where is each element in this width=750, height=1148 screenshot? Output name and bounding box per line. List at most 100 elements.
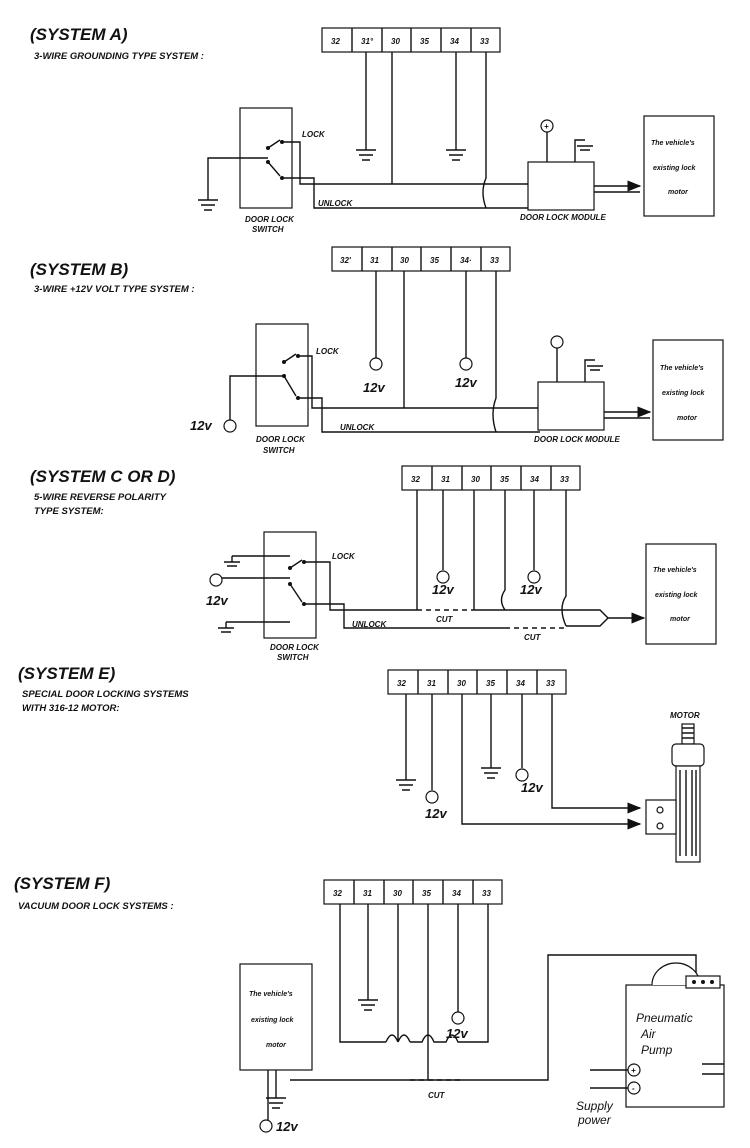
positive-terminal-icon [209,573,223,587]
svg-text:LOCK: LOCK [316,347,340,356]
positive-terminal-icon [459,357,473,371]
door-lock-switch-label: DOOR LOCK [245,215,295,224]
system-a-subtitle: 3-WIRE GROUNDING TYPE SYSTEM : [34,51,204,62]
svg-text:12v: 12v [363,380,385,395]
svg-text:30: 30 [393,889,402,898]
svg-text:32: 32 [411,475,420,484]
system-a-connector: 32 31° 30 35 34 33 [321,27,501,53]
svg-text:32': 32' [340,256,352,265]
svg-text:12v: 12v [432,582,454,597]
pin-33: 33 [480,37,489,46]
ground-icon [577,145,593,151]
system-b-title: (SYSTEM B) [30,260,129,279]
svg-text:motor: motor [670,616,691,623]
svg-text:12v: 12v [455,375,477,390]
svg-text:DOOR LOCK: DOOR LOCK [270,643,320,652]
positive-terminal-icon [259,1119,273,1133]
positive-terminal-icon [369,357,383,371]
svg-text:Pump: Pump [641,1043,673,1057]
svg-text:12v: 12v [190,418,212,433]
pin-34: 34 [450,37,459,46]
supply-power-label-2: power [577,1113,612,1127]
ground-icon [218,622,234,633]
svg-text:motor: motor [677,415,698,422]
ground-icon [266,1097,286,1109]
svg-text:34: 34 [452,889,461,898]
svg-text:35: 35 [486,679,495,688]
pin-32: 32 [331,37,340,46]
svg-text:existing lock: existing lock [662,390,706,397]
ground-icon [224,556,240,567]
ground-icon [587,365,603,371]
svg-text:32: 32 [333,889,342,898]
system-e-subtitle-2: WITH 316-12 MOTOR: [22,703,119,714]
unlock-label: UNLOCK [318,199,353,208]
system-e-title: (SYSTEM E) [18,664,116,683]
svg-text:UNLOCK: UNLOCK [352,620,387,629]
door-lock-module [527,161,595,211]
svg-text:30: 30 [457,679,466,688]
svg-text:The vehicle's: The vehicle's [249,991,293,998]
svg-text:12v: 12v [206,593,228,608]
pin-31: 31° [361,37,374,46]
system-a-title: (SYSTEM A) [30,25,128,44]
svg-text:12v: 12v [425,806,447,821]
pneumatic-air-pump: Pneumatic Air Pump + - [625,962,725,1108]
positive-terminal-icon [436,570,450,584]
svg-text:UNLOCK: UNLOCK [340,423,375,432]
positive-terminal-icon [527,570,541,584]
ground-icon [446,149,466,161]
supply-power-label: Supply [576,1099,614,1113]
svg-text:The vehicle's: The vehicle's [651,140,695,147]
system-b-section: (SYSTEM B) 3-WIRE +12V VOLT TYPE SYSTEM … [30,246,724,455]
system-f-title: (SYSTEM F) [14,874,111,893]
positive-terminal-icon [515,768,529,782]
svg-text:33: 33 [546,679,555,688]
ground-icon [358,999,378,1011]
system-b-connector: 32' 31 30 35 34· 33 [331,246,511,272]
door-lock-switch-label-2: SWITCH [252,225,284,234]
svg-text:+: + [631,1066,636,1075]
svg-text:31: 31 [427,679,436,688]
system-f-subtitle: VACUUM DOOR LOCK SYSTEMS : [18,901,174,912]
svg-text:31: 31 [363,889,372,898]
svg-text:12v: 12v [446,1026,468,1041]
system-b-subtitle: 3-WIRE +12V VOLT TYPE SYSTEM : [34,284,195,295]
system-f-connector: 32 31 30 35 34 33 [323,879,503,905]
svg-text:34: 34 [530,475,539,484]
svg-text:SWITCH: SWITCH [277,653,309,662]
vehicle-lock-motor-box [643,115,715,217]
svg-text:30: 30 [400,256,409,265]
svg-text:-: - [632,1084,635,1093]
door-lock-motor-icon: MOTOR [645,711,705,863]
system-e-subtitle: SPECIAL DOOR LOCKING SYSTEMS [22,689,189,700]
system-cd-section: (SYSTEM C OR D) 5-WIRE REVERSE POLARITY … [30,465,717,662]
door-lock-module [537,381,605,431]
svg-text:+: + [544,122,549,131]
svg-text:motor: motor [668,189,689,196]
system-cd-title: (SYSTEM C OR D) [30,467,176,486]
svg-text:35: 35 [422,889,431,898]
ground-icon [198,199,218,211]
system-cd-subtitle: 5-WIRE REVERSE POLARITY [34,492,168,503]
positive-terminal-icon [451,1011,465,1025]
pin-35: 35 [420,37,429,46]
svg-text:existing lock: existing lock [251,1017,295,1024]
svg-text:DOOR LOCK MODULE: DOOR LOCK MODULE [534,435,620,444]
svg-text:existing lock: existing lock [653,165,697,172]
system-cd-connector: 32 31 30 35 34 33 [401,465,581,491]
system-e-section: (SYSTEM E) SPECIAL DOOR LOCKING SYSTEMS … [18,664,705,863]
svg-text:CUT: CUT [428,1091,446,1100]
ground-icon [481,767,501,779]
svg-text:33: 33 [482,889,491,898]
ground-icon [396,779,416,791]
positive-terminal-icon [550,335,564,349]
system-a-section: (SYSTEM A) 3-WIRE GROUNDING TYPE SYSTEM … [30,25,715,234]
ground-icon [356,149,376,161]
svg-text:34: 34 [516,679,525,688]
svg-text:12v: 12v [521,780,543,795]
lock-label: LOCK [302,130,326,139]
svg-text:33: 33 [560,475,569,484]
svg-text:32: 32 [397,679,406,688]
svg-text:CUT: CUT [524,633,542,642]
